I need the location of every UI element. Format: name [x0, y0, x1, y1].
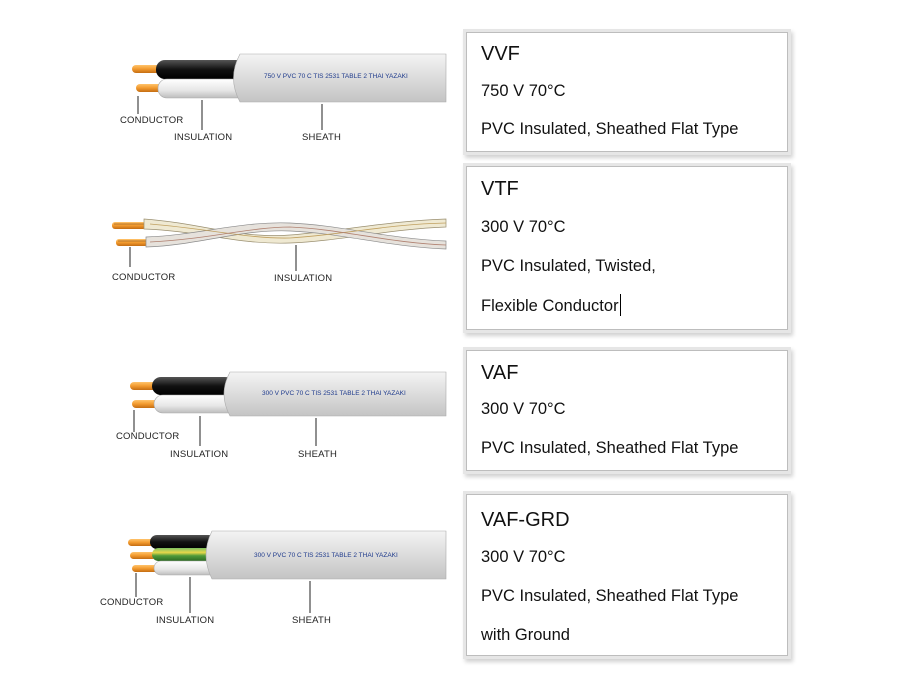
label-insulation: INSULATION — [274, 273, 333, 284]
cable-rating: 750 V 70°C — [481, 82, 566, 100]
vaf-grd-spec-card: VAF-GRD 300 V 70°C PVC Insulated, Sheath… — [466, 494, 788, 656]
vvf-diagram: 750 V PVC 70 C TIS 2531 TABLE 2 THAI YAZ… — [90, 40, 450, 150]
cable-code: VAF — [481, 362, 519, 384]
insulation-core — [150, 535, 216, 549]
conductor-wire — [112, 222, 146, 229]
insulation-core — [153, 394, 237, 414]
conductor-wire — [132, 565, 158, 572]
sheath — [233, 53, 447, 103]
vaf-spec-card: VAF 300 V 70°C PVC Insulated, Sheathed F… — [466, 350, 788, 471]
cable-print-marking: 300 V PVC 70 C TIS 2531 TABLE 2 THAI YAZ… — [262, 390, 406, 397]
cable-description: PVC Insulated, Sheathed Flat Type — [481, 587, 739, 605]
vaf-diagram: 300 V PVC 70 C TIS 2531 TABLE 2 THAI YAZ… — [90, 360, 450, 470]
label-conductor: CONDUCTOR — [112, 272, 176, 283]
label-insulation: INSULATION — [156, 615, 215, 626]
label-conductor: CONDUCTOR — [100, 597, 164, 608]
conductor-wire — [130, 382, 158, 390]
cable-print-marking: 300 V PVC 70 C TIS 2531 TABLE 2 THAI YAZ… — [254, 552, 398, 559]
cable-description-line2: with Ground — [481, 626, 570, 644]
label-sheath: SHEATH — [302, 132, 342, 143]
vtf-cable-illustration — [112, 218, 447, 271]
label-insulation: INSULATION — [170, 449, 229, 460]
conductor-wire — [130, 552, 156, 559]
cable-rating: 300 V 70°C — [481, 218, 566, 236]
conductor-wire — [132, 65, 160, 73]
sheath — [205, 530, 447, 580]
sheath — [223, 371, 447, 417]
conductor-wire — [128, 539, 156, 546]
label-sheath: SHEATH — [292, 615, 332, 626]
label-conductor: CONDUCTOR — [120, 115, 184, 126]
conductor-wire — [116, 239, 148, 246]
vaf-cable-illustration — [130, 371, 447, 446]
text-cursor — [619, 294, 621, 316]
ground-core — [152, 548, 218, 561]
cable-print-marking: 750 V PVC 70 C TIS 2531 TABLE 2 THAI YAZ… — [264, 73, 408, 80]
label-insulation: INSULATION — [174, 132, 233, 143]
cable-rating: 300 V 70°C — [481, 548, 566, 566]
cable-rating: 300 V 70°C — [481, 400, 566, 418]
cable-description-text: Flexible Conductor — [481, 297, 619, 315]
label-sheath: SHEATH — [298, 449, 338, 460]
cable-description: PVC Insulated, Twisted, — [481, 257, 656, 275]
insulation-core — [152, 377, 234, 395]
conductor-wire — [136, 84, 162, 92]
vtf-spec-card: VTF 300 V 70°C PVC Insulated, Twisted, F… — [466, 166, 788, 330]
cable-description-line2: Flexible Conductor — [481, 294, 787, 316]
vtf-diagram: CONDUCTOR INSULATION — [90, 205, 450, 295]
vvf-spec-card: VVF 750 V 70°C PVC Insulated, Sheathed F… — [466, 32, 788, 152]
label-conductor: CONDUCTOR — [116, 431, 180, 442]
cable-description: PVC Insulated, Sheathed Flat Type — [481, 439, 739, 457]
cable-description: PVC Insulated, Sheathed Flat Type — [481, 120, 739, 138]
cable-code: VTF — [481, 178, 519, 200]
cable-code: VVF — [481, 43, 520, 65]
vaf-grd-cable-illustration — [128, 530, 447, 613]
conductor-wire — [132, 400, 158, 408]
insulation-core — [156, 60, 246, 79]
vvf-cable-illustration — [132, 53, 447, 130]
vaf-grd-diagram: 300 V PVC 70 C TIS 2531 TABLE 2 THAI YAZ… — [90, 525, 450, 635]
cable-code: VAF-GRD — [481, 509, 570, 531]
